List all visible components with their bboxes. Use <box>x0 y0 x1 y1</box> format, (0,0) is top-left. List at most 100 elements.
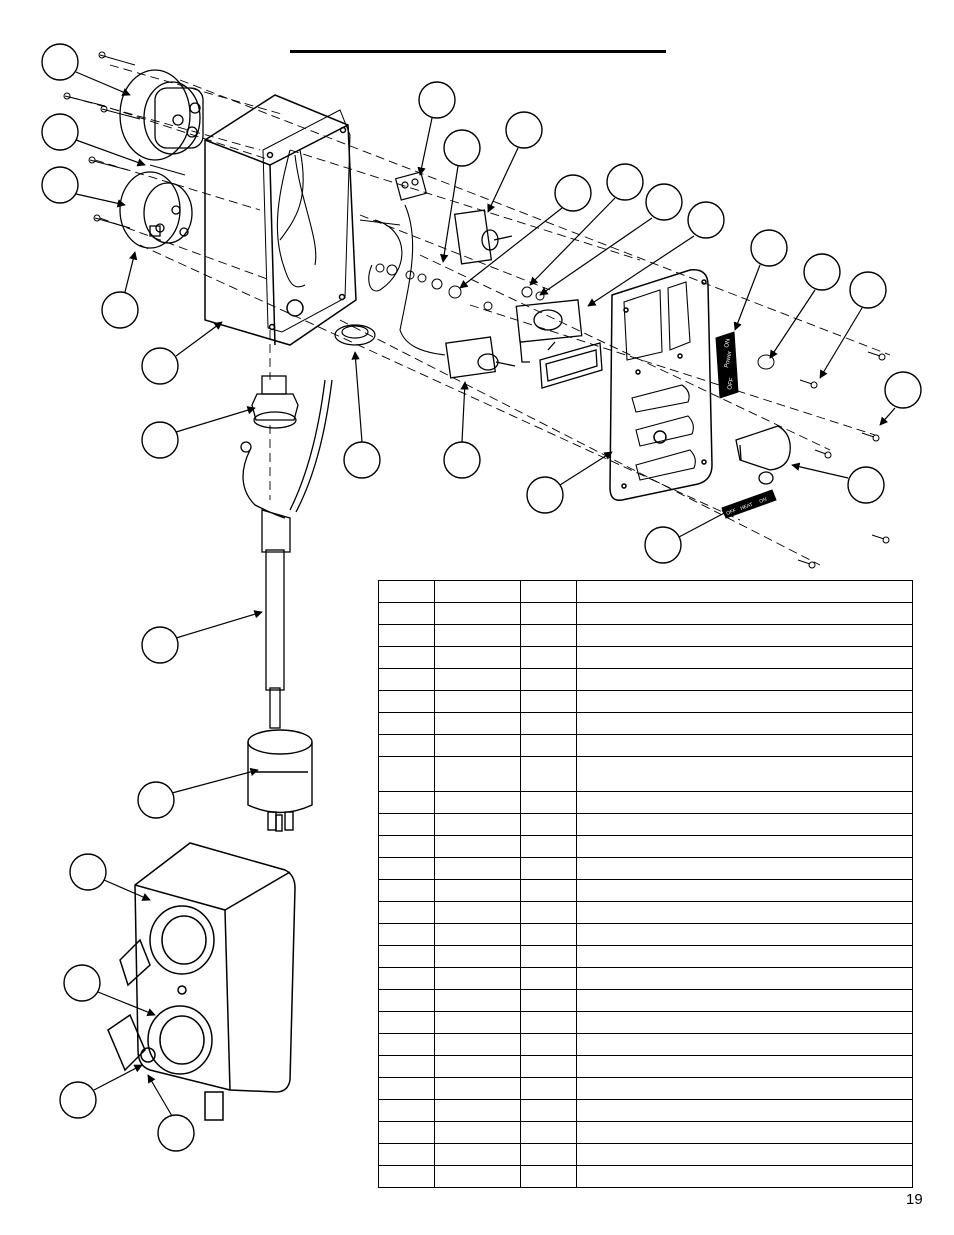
table-cell <box>378 1033 435 1056</box>
table-cell <box>576 945 913 968</box>
table-cell <box>434 1165 521 1188</box>
table-cell <box>434 967 521 990</box>
callout-marker <box>750 229 788 267</box>
callout-marker <box>343 441 381 479</box>
table-cell <box>434 1033 521 1056</box>
table-cell <box>378 646 435 669</box>
table-header-cell <box>576 580 913 603</box>
callout-marker <box>847 466 885 504</box>
table-cell <box>576 857 913 880</box>
callout-marker <box>849 271 887 309</box>
heater-decal-middle-label: HEAT <box>740 502 754 512</box>
table-cell <box>434 791 521 814</box>
callout-marker <box>41 113 79 151</box>
table-cell <box>520 1055 577 1078</box>
table-cell <box>378 923 435 946</box>
table-cell <box>378 1055 435 1078</box>
callout-marker <box>644 526 682 564</box>
table-cell <box>576 813 913 836</box>
table-cell <box>434 734 521 757</box>
table-cell <box>576 646 913 669</box>
table-cell <box>378 1121 435 1144</box>
table-cell <box>520 989 577 1012</box>
callout-marker <box>63 964 101 1002</box>
callout-marker <box>141 626 179 664</box>
table-cell <box>378 1099 435 1122</box>
washers-and-nuts <box>375 263 545 311</box>
table-cell <box>434 1143 521 1166</box>
table-cell <box>378 1011 435 1034</box>
table-cell <box>576 624 913 647</box>
table-row <box>378 646 913 669</box>
cord-grip <box>251 375 299 429</box>
table-cell <box>520 857 577 880</box>
table-row <box>378 989 913 1012</box>
table-row <box>378 791 913 814</box>
table-cell <box>378 624 435 647</box>
callout-marker <box>526 476 564 514</box>
table-cell <box>520 879 577 902</box>
callout-marker <box>59 1081 97 1119</box>
rectangular-gasket <box>539 342 603 389</box>
table-cell <box>520 734 577 757</box>
callout-marker <box>606 163 644 201</box>
table-cell <box>434 624 521 647</box>
table-cell <box>520 901 577 924</box>
table-cell <box>520 624 577 647</box>
table-row <box>378 857 913 880</box>
callout-marker <box>418 81 456 119</box>
table-cell <box>576 1143 913 1166</box>
upper-receptacle <box>119 69 204 161</box>
table-cell <box>434 857 521 880</box>
table-cell <box>434 989 521 1012</box>
table-cell <box>576 1121 913 1144</box>
table-cell <box>434 835 521 858</box>
table-cell <box>576 1011 913 1034</box>
table-cell <box>576 923 913 946</box>
table-cell <box>520 1011 577 1034</box>
table-row <box>378 1077 913 1100</box>
table-cell <box>576 835 913 858</box>
table-cell <box>520 602 577 625</box>
table-cell <box>434 901 521 924</box>
table-cell <box>576 734 913 757</box>
table-row <box>378 624 913 647</box>
table-cell <box>378 1077 435 1100</box>
table-row <box>378 967 913 990</box>
heater-decal <box>721 489 777 519</box>
page-number: 19 <box>906 1191 923 1208</box>
table-cell <box>576 1165 913 1188</box>
table-cell <box>576 1099 913 1122</box>
leader-lines <box>75 71 896 1117</box>
table-cell <box>520 967 577 990</box>
table-cell <box>520 1099 577 1122</box>
table-header-cell <box>434 580 521 603</box>
table-cell <box>576 602 913 625</box>
table-cell <box>378 712 435 735</box>
table-cell <box>520 835 577 858</box>
table-cell <box>378 967 435 990</box>
table-cell <box>378 835 435 858</box>
callout-marker <box>884 371 922 409</box>
table-row <box>378 756 913 792</box>
callout-marker <box>443 441 481 479</box>
table-cell <box>434 1077 521 1100</box>
table-row <box>378 1121 913 1144</box>
table-cell <box>576 901 913 924</box>
locknut <box>334 324 376 346</box>
table-row <box>378 1055 913 1078</box>
table-cell <box>378 857 435 880</box>
table-cell <box>520 646 577 669</box>
table-cell <box>520 1165 577 1188</box>
callout-marker <box>157 1114 195 1152</box>
heater-decal-on-label: ON <box>759 497 768 505</box>
table-cell <box>576 967 913 990</box>
table-cell <box>378 945 435 968</box>
table-cell <box>520 945 577 968</box>
table-cell <box>576 879 913 902</box>
table-row <box>378 1165 913 1188</box>
table-cell <box>576 756 913 792</box>
table-cell <box>378 1165 435 1188</box>
table-cell <box>434 1011 521 1034</box>
table-cell <box>520 756 577 792</box>
